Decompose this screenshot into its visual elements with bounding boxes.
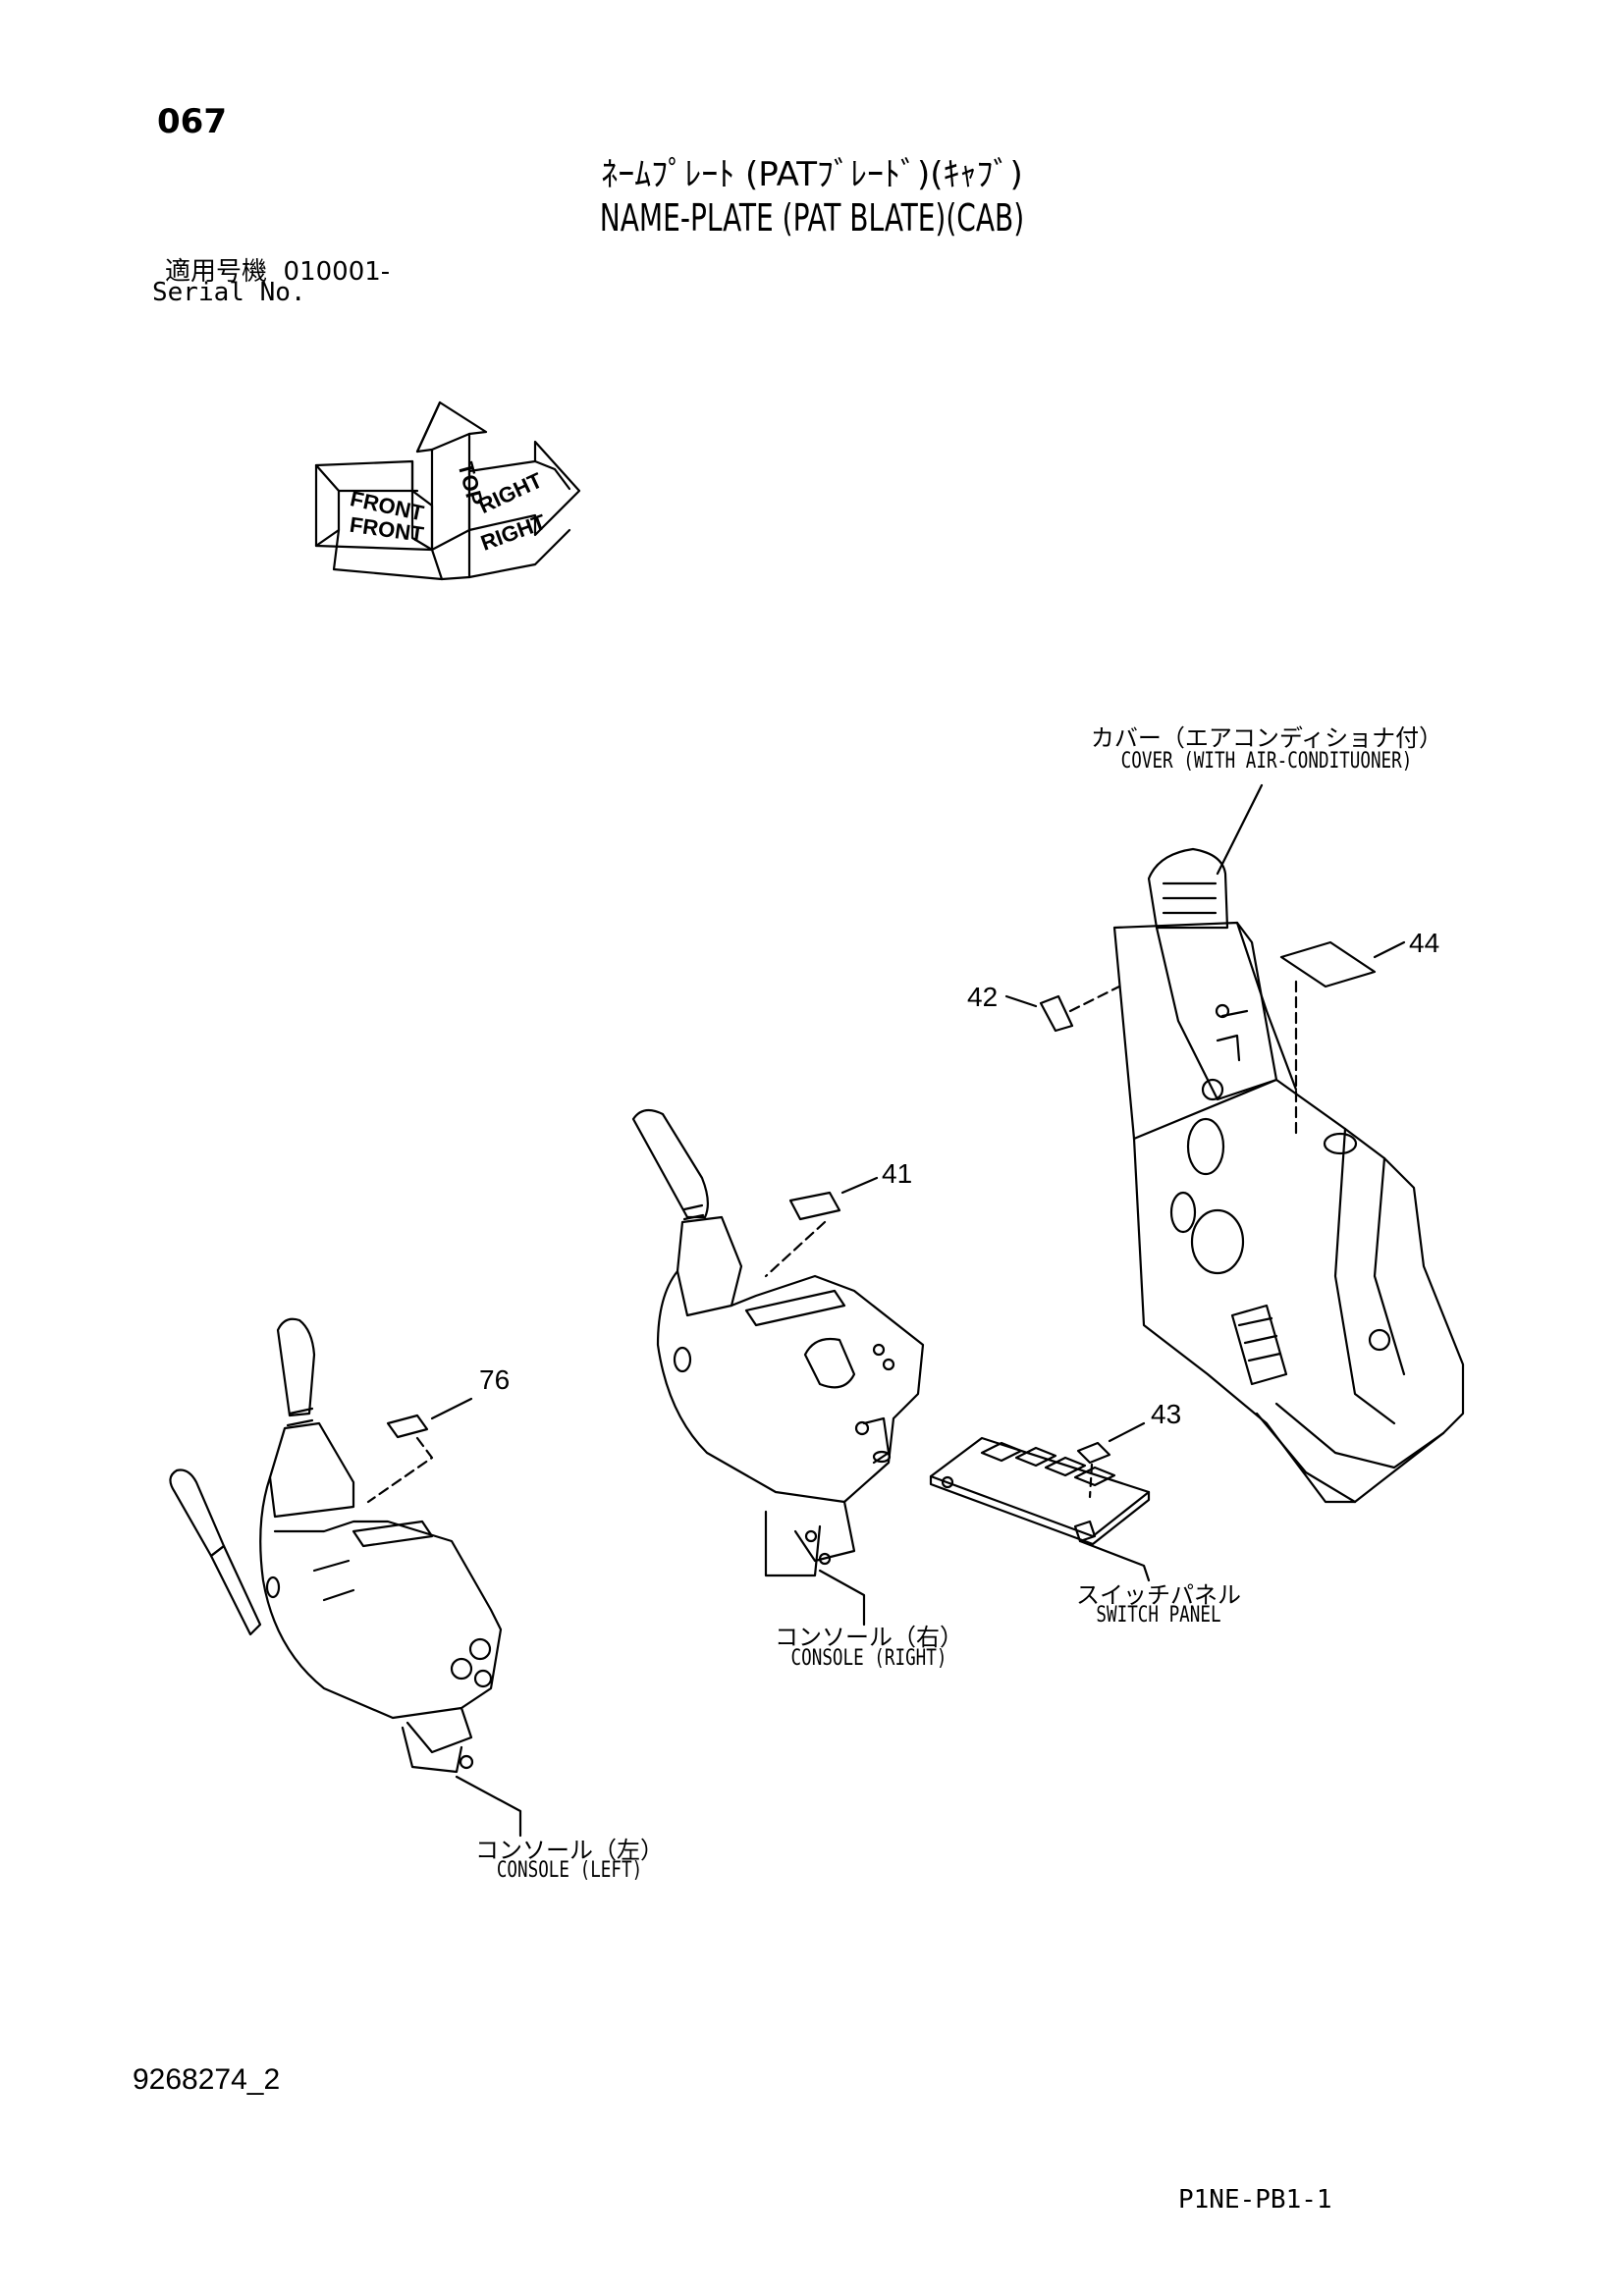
callout-44: 44 [1409,928,1440,958]
callout-43: 43 [1151,1399,1182,1429]
console-right-label-jp: コンソール（右） [775,1624,963,1651]
reference-code: P1NE-PB1-1 [1178,2185,1332,2215]
console-left-label-en: CONSOLE (LEFT) [496,1858,643,1883]
document-number: 9268274_2 [133,2063,281,2096]
orientation-icon: FRONT FRONT TOP RIGHT RIGHT [314,400,581,581]
nameplate-41 [764,1176,879,1278]
serial-label-japanese: 適用号機 010001- [165,251,390,288]
console-left-label-jp: コンソール（左） [475,1837,664,1864]
callout-76: 76 [479,1364,511,1395]
serial-label-english: Serial No. [152,278,306,307]
callout-41: 41 [882,1158,913,1189]
cover-drawing [1112,847,1465,1504]
console-right-label-en: CONSOLE (RIGHT) [790,1646,947,1671]
nameplate-43 [1076,1421,1146,1499]
switch-panel-leader-line [1078,1539,1151,1582]
switch-panel-drawing [929,1436,1151,1546]
nameplate-42 [1004,985,1121,1033]
nameplate-76 [366,1397,473,1504]
title-japanese: ﾈｰﾑﾌﾟﾚｰﾄ (PATﾌﾞﾚｰﾄﾞ)(ｷｬﾌﾞ) [601,155,1023,194]
console-right-drawing [631,1108,925,1577]
callout-42: 42 [967,982,999,1012]
serial-label-jp-text: 適用号機 [165,257,268,287]
cover-label-jp: カバー（エアコンディショナ付） [1090,724,1443,752]
switch-panel-label-jp: スイッチパネル [1076,1581,1241,1609]
nameplate-44 [1279,940,1406,1141]
console-right-leader-line [818,1569,866,1627]
title-english: NAME-PLATE (PAT BLATE)(CAB) [599,196,1025,240]
cover-leader-line [1216,783,1264,876]
console-left-leader-line [455,1775,522,1838]
cover-label-en: COVER (WITH AIR-CONDITUONER) [1120,749,1413,774]
switch-panel-label-en: SWITCH PANEL [1096,1603,1221,1628]
console-left-drawing [169,1317,503,1774]
serial-value: 010001- [283,257,391,287]
page-number: 067 [157,102,227,141]
